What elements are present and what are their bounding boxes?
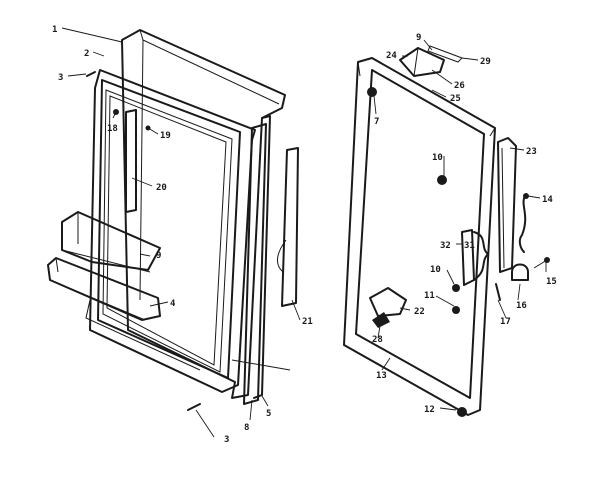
label-32: 32: [440, 241, 451, 251]
label-15: 15: [546, 277, 557, 287]
door-gasket-inner: [106, 95, 227, 366]
label-23: 23: [526, 147, 537, 157]
panel-21-curve: [276, 239, 287, 273]
door-gasket: [102, 89, 233, 373]
gasket-strip: [253, 115, 271, 399]
cam-18: [511, 263, 529, 281]
door-frame-edge: [357, 61, 496, 137]
leader-lines: [61, 27, 547, 438]
label-9-left: 9: [156, 251, 161, 261]
part-28: [372, 312, 390, 328]
bottom-strip: [85, 299, 201, 371]
cable-14: [518, 195, 527, 253]
label-3-top: 3: [58, 73, 63, 83]
plug-11: [452, 306, 460, 314]
label-10-top: 10: [432, 153, 443, 163]
label-7: 7: [374, 117, 379, 127]
breaker-strip: [243, 123, 267, 405]
screw-3-bottom: [187, 403, 201, 411]
label-29: 29: [480, 57, 491, 67]
handle-bar: [497, 137, 517, 273]
right-door-assembly: [343, 45, 550, 417]
plug-10-mid: [452, 284, 460, 292]
label-8: 8: [244, 423, 249, 433]
label-1: 1: [52, 25, 57, 35]
label-26: 26: [454, 81, 465, 91]
door-shelf-front: [61, 212, 151, 273]
panel-21: [281, 147, 299, 307]
part-17: [495, 283, 501, 301]
label-25: 25: [450, 94, 461, 104]
label-16: 16: [516, 301, 527, 311]
door-liner-inner: [97, 79, 241, 379]
plug-7: [367, 87, 377, 97]
label-11: 11: [424, 291, 435, 301]
plug-12: [457, 407, 467, 417]
label-17: 17: [500, 317, 511, 327]
door-liner: [89, 69, 256, 393]
label-19: 19: [160, 131, 171, 141]
hinge-wavy: [473, 231, 489, 281]
handle-top-front: [413, 47, 419, 77]
label-10-mid: 10: [430, 265, 441, 275]
screw-15-shaft: [533, 259, 548, 269]
door-shelf: [61, 211, 161, 271]
part-labels: 1 2 3 18 19 20 9 4 21 3 8 5 9 29 24 26 2…: [52, 25, 557, 445]
part-22: [369, 287, 407, 317]
label-12: 12: [424, 405, 435, 415]
label-21: 21: [302, 317, 313, 327]
plug-10-top: [437, 175, 447, 185]
hinge-bracket: [461, 229, 475, 286]
label-20: 20: [156, 183, 167, 193]
label-31: 31: [464, 241, 475, 251]
screw-3-top: [86, 71, 96, 77]
label-18-left: 18: [107, 124, 118, 134]
label-5: 5: [266, 409, 271, 419]
label-2: 2: [84, 49, 89, 59]
panel-21-lower: [231, 359, 291, 371]
label-9-right: 9: [416, 33, 421, 43]
label-28: 28: [372, 335, 383, 345]
handle-bar-inner: [501, 147, 505, 269]
label-14: 14: [542, 195, 553, 205]
label-24: 24: [386, 51, 397, 61]
door-bar-front: [49, 257, 146, 321]
label-13: 13: [376, 371, 387, 381]
left-door-assembly: [47, 29, 299, 411]
door-frame-inner: [355, 69, 485, 399]
shelf-rail: [125, 109, 137, 213]
outer-door-panel-edge: [139, 29, 280, 301]
label-22: 22: [414, 307, 425, 317]
door-frame: [343, 57, 496, 416]
label-4: 4: [170, 299, 176, 309]
handle-top: [399, 47, 445, 77]
label-3-bottom: 3: [224, 435, 229, 445]
outer-door-panel: [121, 29, 286, 399]
top-strip: [427, 45, 463, 63]
cable-14-end: [523, 193, 529, 199]
